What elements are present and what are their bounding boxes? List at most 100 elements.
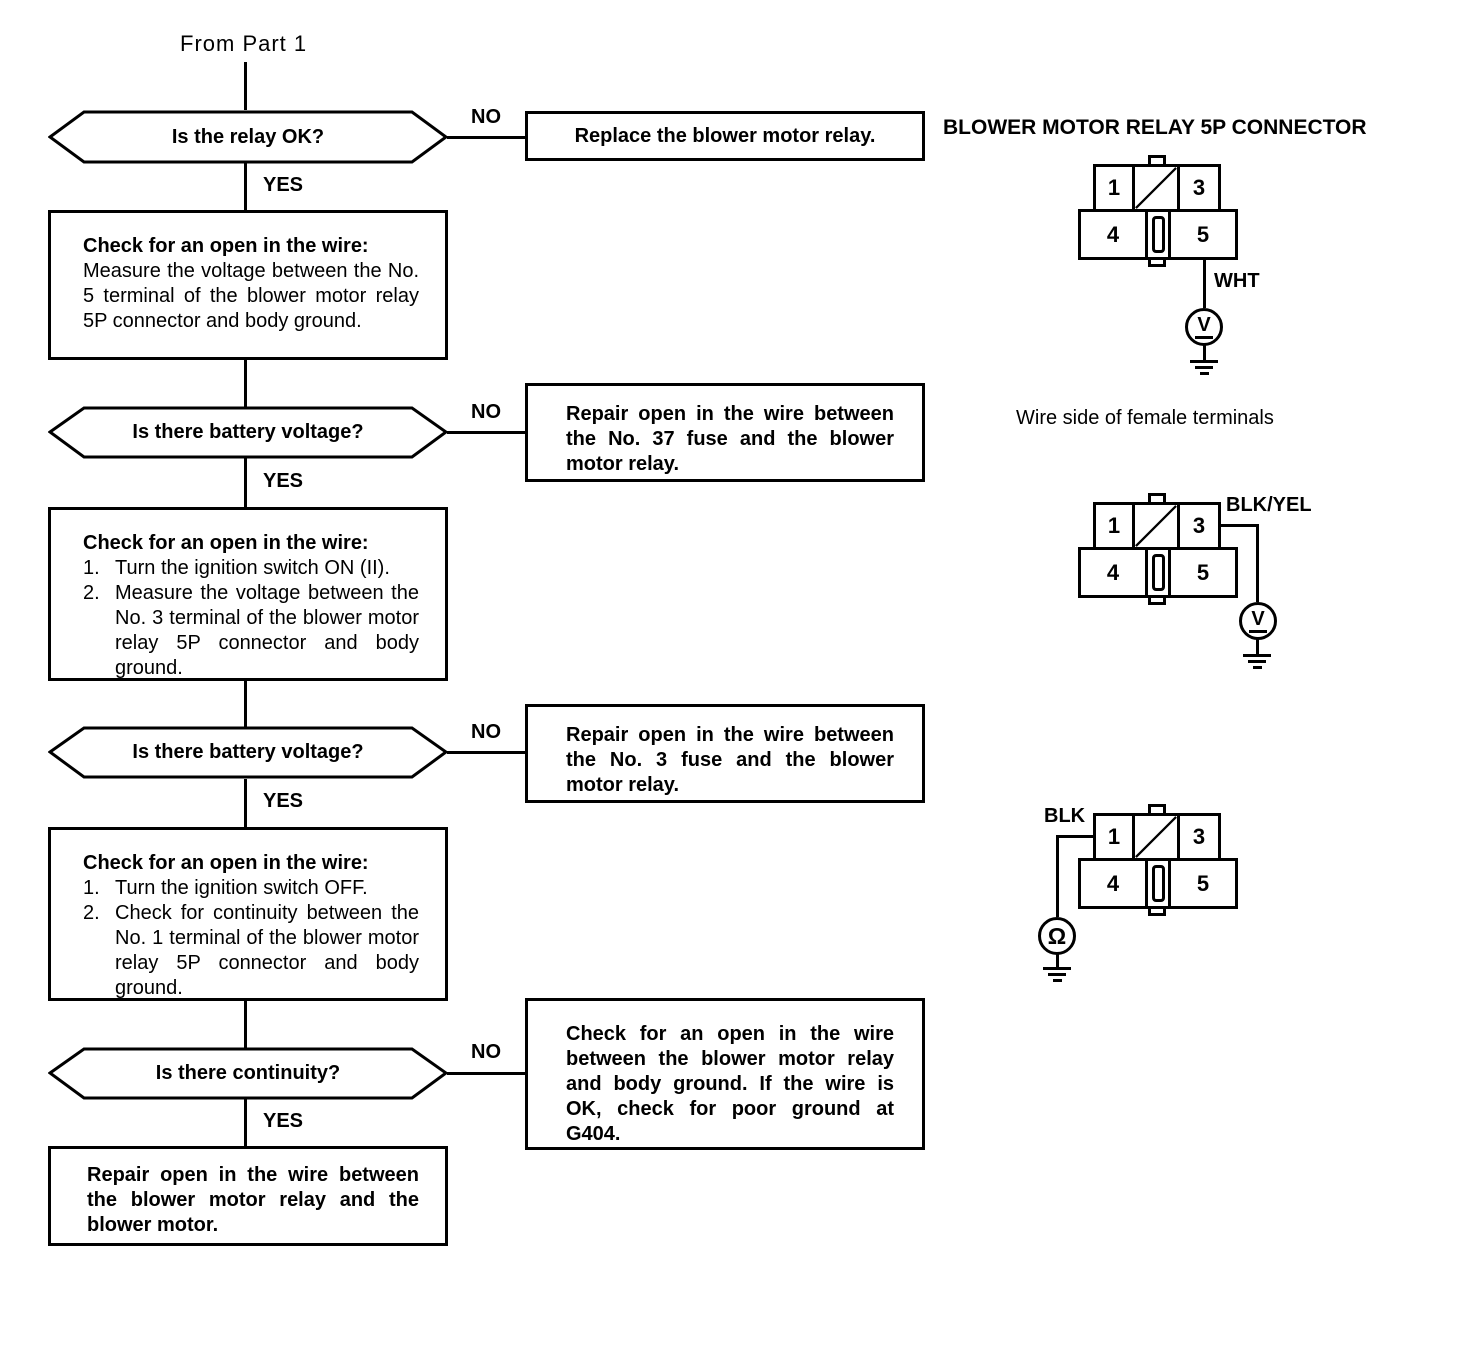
action-step-2: 2. Check for continuity between the No. … (83, 901, 419, 1001)
result-repair-fuse3-box: Repair open in the wire between the No. … (525, 704, 925, 803)
probe-wire (1256, 638, 1259, 654)
flow-line (244, 680, 247, 728)
start-label: From Part 1 (180, 31, 308, 56)
keyway-cell (1132, 813, 1180, 861)
terminal-1: 1 (1093, 164, 1135, 212)
flow-line (244, 779, 247, 827)
flow-line (244, 62, 247, 110)
step-text: Turn the ignition switch ON (II). (115, 557, 390, 579)
fuse-slot-icon (1151, 554, 1165, 591)
probe-wire (1203, 344, 1206, 360)
terminal-1: 1 (1093, 502, 1135, 550)
terminal-5: 5 (1168, 209, 1238, 260)
step-number: 2. (83, 902, 100, 924)
ground-symbol-icon (1243, 654, 1271, 672)
decision-question: Is there battery voltage? (132, 421, 364, 443)
step-text: Check for continuity between the No. 1 t… (115, 902, 419, 999)
relay-5p-connector-diagram-2: 1 3 4 5 (1078, 493, 1238, 607)
no-branch-line (447, 1072, 527, 1075)
terminal-5: 5 (1168, 858, 1238, 909)
step-number: 1. (83, 557, 100, 579)
fuse-slot-icon (1151, 216, 1165, 253)
no-label: NO (471, 401, 501, 423)
action-heading: Check for an open in the wire: (83, 852, 369, 874)
probe-wire (1203, 258, 1206, 308)
result-text: Repair open in the wire between the blow… (87, 1164, 419, 1236)
step-number: 2. (83, 582, 100, 604)
meter-letter: Ω (1047, 922, 1067, 949)
result-repair-motor-box: Repair open in the wire between the blow… (48, 1146, 448, 1246)
meter-letter: V (1195, 315, 1213, 339)
voltmeter-icon: V (1239, 602, 1277, 640)
voltmeter-icon: V (1185, 308, 1223, 346)
relay-5p-connector-diagram-1: 1 3 4 5 (1078, 155, 1238, 269)
result-text: Repair open in the wire between the No. … (566, 724, 894, 796)
ground-symbol-icon (1043, 967, 1071, 985)
step-number: 1. (83, 877, 100, 899)
action-step-1: 1. Turn the ignition switch OFF. (83, 876, 419, 901)
decision-question: Is the relay OK? (171, 125, 325, 148)
terminal-3: 3 (1177, 164, 1221, 212)
result-text: Repair open in the wire between the No. … (566, 403, 894, 475)
connector-panel-title: BLOWER MOTOR RELAY 5P CONNECTOR (943, 116, 1367, 139)
diagonal-key-icon (1135, 167, 1177, 209)
decision-question: Is there battery voltage? (132, 741, 364, 763)
terminal-3: 3 (1177, 502, 1221, 550)
result-replace-relay-box: Replace the blower motor relay. (525, 111, 925, 161)
decision-relay-ok: Is the relay OK? (48, 110, 448, 164)
terminal-3: 3 (1177, 813, 1221, 861)
keyway-cell (1132, 164, 1180, 212)
terminal-4: 4 (1078, 547, 1148, 598)
probe-wire (1056, 835, 1096, 838)
meter-letter: V (1249, 609, 1267, 633)
ground-symbol-icon (1190, 360, 1218, 378)
decision-continuity: Is there continuity? (48, 1047, 448, 1100)
wire-color-label: BLK (1044, 805, 1086, 827)
action-step-1: 1. Turn the ignition switch ON (II). (83, 556, 419, 581)
no-branch-line (447, 136, 527, 139)
yes-label: YES (263, 790, 304, 812)
diagonal-key-icon (1135, 816, 1177, 858)
decision-question: Is there continuity? (155, 1062, 341, 1084)
result-text: Check for an open in the wire between th… (566, 1023, 894, 1145)
no-label: NO (471, 721, 501, 743)
no-label: NO (471, 106, 501, 128)
action-check-open-wire-2: Check for an open in the wire: 1. Turn t… (48, 507, 448, 681)
no-label: NO (471, 1041, 501, 1063)
keyway-cell (1132, 502, 1180, 550)
action-heading: Check for an open in the wire: (83, 235, 369, 257)
no-branch-line (447, 431, 527, 434)
decision-hexagon (48, 406, 448, 459)
terminal-4: 4 (1078, 209, 1148, 260)
probe-wire (1056, 835, 1059, 917)
action-body: Measure the voltage between the No. 5 te… (83, 260, 419, 332)
flow-line (244, 1099, 247, 1146)
decision-hexagon (48, 1047, 448, 1100)
flow-line (244, 458, 247, 507)
wire-color-label: WHT (1214, 270, 1260, 292)
step-text: Turn the ignition switch OFF. (115, 877, 368, 899)
probe-wire (1218, 524, 1259, 527)
probe-wire (1056, 953, 1059, 967)
terminal-5: 5 (1168, 547, 1238, 598)
flow-line (244, 358, 247, 408)
yes-label: YES (263, 174, 304, 196)
action-check-open-wire-3: Check for an open in the wire: 1. Turn t… (48, 827, 448, 1001)
wire-color-label: BLK/YEL (1226, 494, 1312, 516)
result-text: Replace the blower motor relay. (574, 124, 876, 147)
step-text: Measure the voltage between the No. 3 te… (115, 582, 419, 679)
terminal-1: 1 (1093, 813, 1135, 861)
diagonal-key-icon (1135, 505, 1177, 547)
action-step-2: 2. Measure the voltage between the No. 3… (83, 581, 419, 681)
wire-side-note: Wire side of female terminals (1016, 407, 1274, 429)
probe-wire (1256, 524, 1259, 602)
action-heading: Check for an open in the wire: (83, 532, 369, 554)
result-check-ground-box: Check for an open in the wire between th… (525, 998, 925, 1150)
decision-hexagon (48, 110, 448, 164)
flow-line (244, 163, 247, 210)
action-check-open-wire-1: Check for an open in the wire: Measure t… (48, 210, 448, 360)
terminal-4: 4 (1078, 858, 1148, 909)
fuse-slot-icon (1151, 865, 1165, 902)
result-repair-fuse37-box: Repair open in the wire between the No. … (525, 383, 925, 482)
